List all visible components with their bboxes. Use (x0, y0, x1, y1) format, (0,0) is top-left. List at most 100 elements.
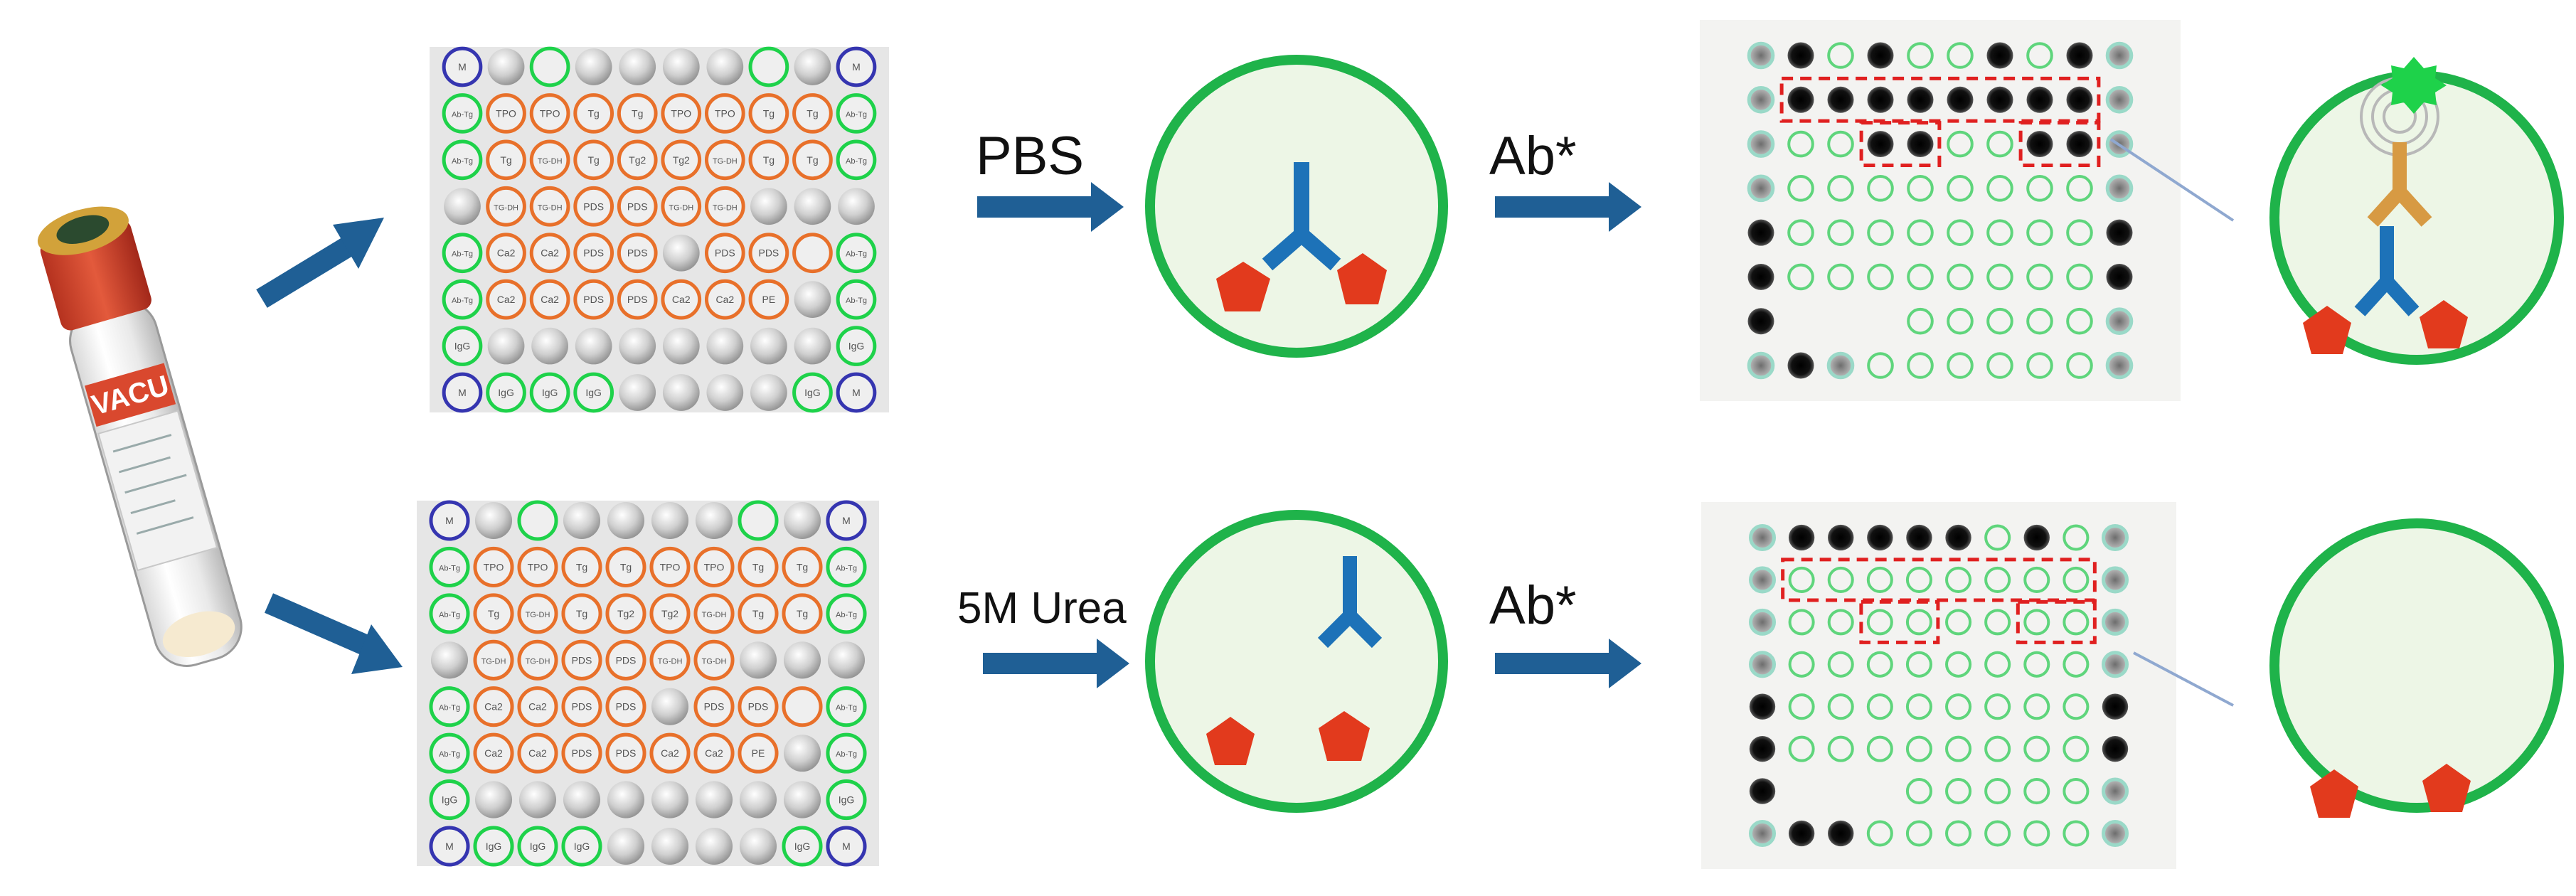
blot-spot (1984, 524, 2011, 551)
blot-spot (2023, 524, 2050, 551)
plate-well (529, 46, 570, 87)
plate-well: TPO (473, 546, 514, 587)
blot-spot (1867, 42, 1894, 69)
plate-well: Ca2 (704, 279, 745, 320)
plate-well: Ab-Tg (429, 593, 470, 634)
plate-well (662, 327, 700, 365)
blot-spot (2026, 219, 2053, 246)
plate-well: TG-DH (661, 186, 702, 227)
blot-spot (1748, 566, 1777, 594)
plate-well (607, 781, 645, 818)
antigen-icon (1206, 717, 1255, 765)
plate-well (748, 46, 789, 87)
blot-spot (1828, 820, 1854, 847)
highlight-box (2016, 599, 2097, 644)
blot-spot (2101, 651, 2129, 678)
plate-well: M (429, 826, 470, 867)
plate-well (750, 188, 787, 225)
plate-well (430, 641, 469, 679)
plate-well: Tg (561, 546, 602, 587)
plate-well: Ca2 (529, 279, 570, 320)
signal-star-icon (2381, 57, 2447, 114)
blot-spot (2066, 86, 2093, 113)
plate-well: TG-DH (486, 186, 526, 227)
plate-well: PDS (573, 233, 614, 274)
plate-well (739, 781, 777, 818)
blot-spot (1945, 735, 1972, 762)
well-label: IgG (442, 794, 458, 806)
well-label: Tg (576, 561, 587, 572)
blot-spot (1945, 820, 1972, 847)
plate-well: Tg (561, 593, 602, 634)
blot-spot (1986, 42, 2013, 69)
blot-spot (2023, 651, 2050, 678)
well-label: IgG (486, 841, 502, 852)
blot-spot (1986, 175, 2013, 202)
plate-well: Ca2 (486, 279, 526, 320)
blot-spot (1788, 651, 1815, 678)
blot-spot (1907, 352, 1934, 379)
arrow-ab-top (1495, 182, 1641, 232)
well-label: IgG (585, 387, 602, 398)
blot-spot (1867, 263, 1894, 291)
blot-spot (2105, 174, 2134, 203)
plate-well (563, 501, 601, 540)
blot-spot (1747, 174, 1775, 203)
plate-well: Ab-Tg (826, 732, 867, 774)
plate-well: TG-DH (704, 186, 745, 227)
well-label: Tg2 (661, 608, 678, 619)
plate-well: TG-DH (693, 593, 735, 634)
plate-well: Tg (573, 139, 614, 181)
blot-spot (1905, 609, 1932, 636)
antigen-icon (2303, 306, 2351, 354)
antibody-icon (1262, 162, 1341, 271)
plate-well: Tg2 (605, 593, 646, 634)
plate-well (531, 327, 568, 365)
arrow-to-bottom-plate (264, 593, 403, 674)
well-label: PDS (627, 294, 648, 305)
blot-spot (1866, 609, 1893, 636)
plate-well: Ca2 (517, 732, 558, 774)
plate-well (838, 188, 875, 225)
blot-spot (1947, 219, 1974, 246)
blot-spot (1867, 352, 1894, 379)
antigen-icon (1216, 262, 1270, 311)
zoom-circle-bound (1145, 55, 1448, 358)
plate-well: Tg (473, 593, 514, 634)
plate-well: TPO (693, 546, 735, 587)
highlight-box (1859, 121, 1942, 167)
blot-spot (1826, 351, 1855, 380)
plate-well (706, 374, 744, 411)
blot-spot (2063, 778, 2090, 805)
well-label: PDS (572, 701, 592, 713)
plate-well (619, 374, 656, 411)
well-label: Ca2 (715, 294, 734, 305)
plate-well (794, 281, 831, 318)
blot-spot (2106, 263, 2133, 290)
plate-well: Ab-Tg (429, 686, 470, 727)
blot-spot (1748, 523, 1777, 552)
blot-spot (1747, 308, 1774, 335)
plate-well: IgG (573, 372, 614, 413)
plate-well: Tg (748, 93, 789, 134)
plate-well: PDS (605, 686, 646, 727)
blot-membrane (1701, 502, 2176, 869)
well-label: Ab-Tg (452, 250, 473, 259)
blot-spot (2026, 175, 2053, 202)
ab-label-top: Ab* (1489, 126, 1577, 186)
plate-well: PDS (561, 686, 602, 727)
plate-well: M (429, 500, 470, 541)
plate-well: IgG (442, 326, 483, 366)
antigen-icon (1319, 711, 1370, 761)
well-label: Ab-Tg (439, 750, 460, 759)
well-label: Tg (488, 608, 499, 619)
blot-spot (1905, 693, 1932, 720)
well-label: Tg (587, 107, 599, 119)
plate-well (518, 781, 557, 818)
blot-spot (2066, 175, 2093, 202)
blot-spot (1986, 86, 2013, 113)
blot-spot (2102, 693, 2129, 720)
well-label: Ab-Tg (452, 297, 473, 305)
plate-well: IgG (473, 826, 514, 867)
blot-spot (1945, 693, 1972, 720)
